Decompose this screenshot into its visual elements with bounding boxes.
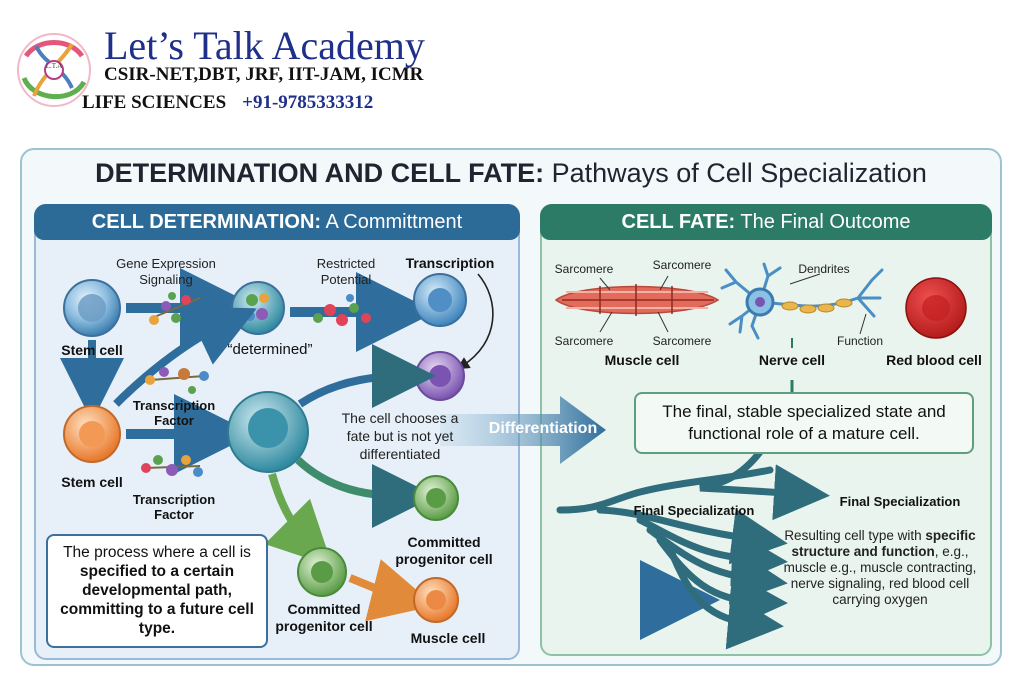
definition-plain: The process where a cell is: [63, 544, 251, 561]
label-sarcomere-br: Sarcomere: [652, 334, 712, 348]
cell-fate-header: CELL FATE: The Final Outcome: [540, 204, 992, 240]
label-choice-line3: differentiated: [359, 446, 441, 462]
central-cell: [227, 391, 309, 473]
arrow-stem-up: [113, 306, 257, 407]
label-sarcomere-tl: Sarcomere: [554, 262, 614, 276]
transcription-cell: [413, 273, 467, 327]
muscle-cell-left: [413, 577, 459, 623]
logo-text: L.T.A: [45, 62, 63, 70]
result-plain-2: , e.g., muscle e.g., muscle contracting,…: [783, 544, 977, 607]
label-committed-2-line2: progenitor cell: [275, 618, 373, 634]
label-tf-2-line1: Transcription: [132, 492, 216, 507]
result-bold: specific structure and function: [791, 528, 976, 559]
label-tf-2-line2: Factor: [154, 507, 194, 522]
differentiation-label: Differentiation: [488, 420, 598, 437]
subject-label: LIFE SCIENCES: [82, 92, 227, 113]
label-sarcomere-tr: Sarcomere: [652, 258, 712, 272]
left-header-rest: A Committment: [321, 211, 463, 233]
label-muscle-cell-left: Muscle cell: [410, 630, 486, 646]
label-tf-1-line1: Transcription: [132, 398, 216, 413]
label-stem-cell-1: Stem cell: [61, 342, 123, 358]
myelin-sheath: [781, 298, 853, 314]
academy-title: Let’s Talk Academy: [104, 23, 425, 68]
arrow-transcription: [456, 273, 494, 370]
arrow-to-committed-2: [264, 472, 333, 567]
result-plain-1: Resulting cell type with: [784, 528, 926, 543]
phone-number: +91-9785333312: [242, 92, 374, 113]
label-signaling: Signaling: [139, 272, 193, 287]
label-red-blood-cell: Red blood cell: [886, 352, 982, 368]
label-muscle-cell-right: Muscle cell: [604, 352, 680, 368]
main-title: DETERMINATION AND CELL FATE: Pathways of…: [20, 158, 1002, 189]
resulting-cell-type-text: Resulting cell type with specific struct…: [780, 528, 980, 608]
label-choice-line1: The cell chooses a: [341, 410, 459, 426]
function-pointer: [859, 313, 867, 335]
arrow-to-purple: [297, 344, 436, 409]
label-final-specialization-1: Final Specialization: [839, 494, 961, 509]
label-transcription: Transcription: [405, 255, 495, 271]
determination-definition-box: The process where a cell is specified to…: [46, 534, 268, 648]
stem-cell-2: [63, 405, 121, 463]
cell-determination-header: CELL DETERMINATION: A Committment: [34, 204, 520, 240]
main-title-bold: DETERMINATION AND CELL FATE:: [95, 158, 545, 188]
label-committed-1-line1: Committed: [407, 534, 481, 550]
label-potential: Potential: [320, 272, 372, 287]
label-nerve-cell: Nerve cell: [758, 352, 826, 368]
committed-progenitor-1: [413, 475, 459, 521]
label-committed-1-line2: progenitor cell: [395, 551, 493, 567]
left-header-bold: CELL DETERMINATION:: [91, 211, 322, 233]
transcription-factor-2: [141, 455, 203, 477]
right-header-rest: The Final Outcome: [735, 211, 911, 233]
label-determined: “determined”: [227, 341, 313, 358]
differentiation-arrow: [440, 396, 606, 464]
label-gene-expression: Gene Expression: [116, 256, 216, 271]
label-dendrites: Dendrites: [798, 262, 850, 276]
purple-cell: [415, 351, 465, 401]
label-stem-cell-2: Stem cell: [61, 474, 123, 490]
label-final-specialization-2: Final Specialization: [633, 503, 755, 518]
committed-progenitor-2: [297, 547, 347, 597]
transcription-factor-1: [145, 367, 209, 394]
arrow-to-committed-1: [295, 457, 436, 528]
exam-list: CSIR-NET,DBT, JRF, IIT-JAM, ICMR: [104, 64, 424, 85]
main-title-rest: Pathways of Cell Specialization: [544, 158, 927, 188]
label-restricted: Restricted: [316, 256, 376, 271]
academy-logo: [17, 33, 91, 107]
dendrites-pointer: [789, 273, 821, 285]
label-choice-line2: fate but is not yet: [346, 428, 454, 444]
nerve-cell-illustration: [720, 262, 884, 340]
specialization-tree: [556, 448, 830, 650]
label-sarcomere-bl: Sarcomere: [554, 334, 614, 348]
definition-bold: specified to a certain developmental pat…: [60, 563, 254, 637]
red-blood-cell-illustration: [905, 277, 967, 339]
determined-cell: [231, 281, 285, 335]
label-tf-1-line2: Factor: [154, 413, 194, 428]
muscle-fiber-illustration: [554, 275, 720, 333]
label-committed-2-line1: Committed: [287, 601, 361, 617]
arrow-to-muscle: [348, 559, 436, 622]
signal-molecules-2: [313, 294, 371, 326]
final-state-box: The final, stable specialized state and …: [634, 392, 974, 454]
stem-cell-1: [63, 279, 121, 337]
label-function: Function: [836, 334, 884, 348]
subject-line: LIFE SCIENCES +91-9785333312: [82, 92, 373, 114]
right-header-bold: CELL FATE:: [621, 211, 736, 233]
